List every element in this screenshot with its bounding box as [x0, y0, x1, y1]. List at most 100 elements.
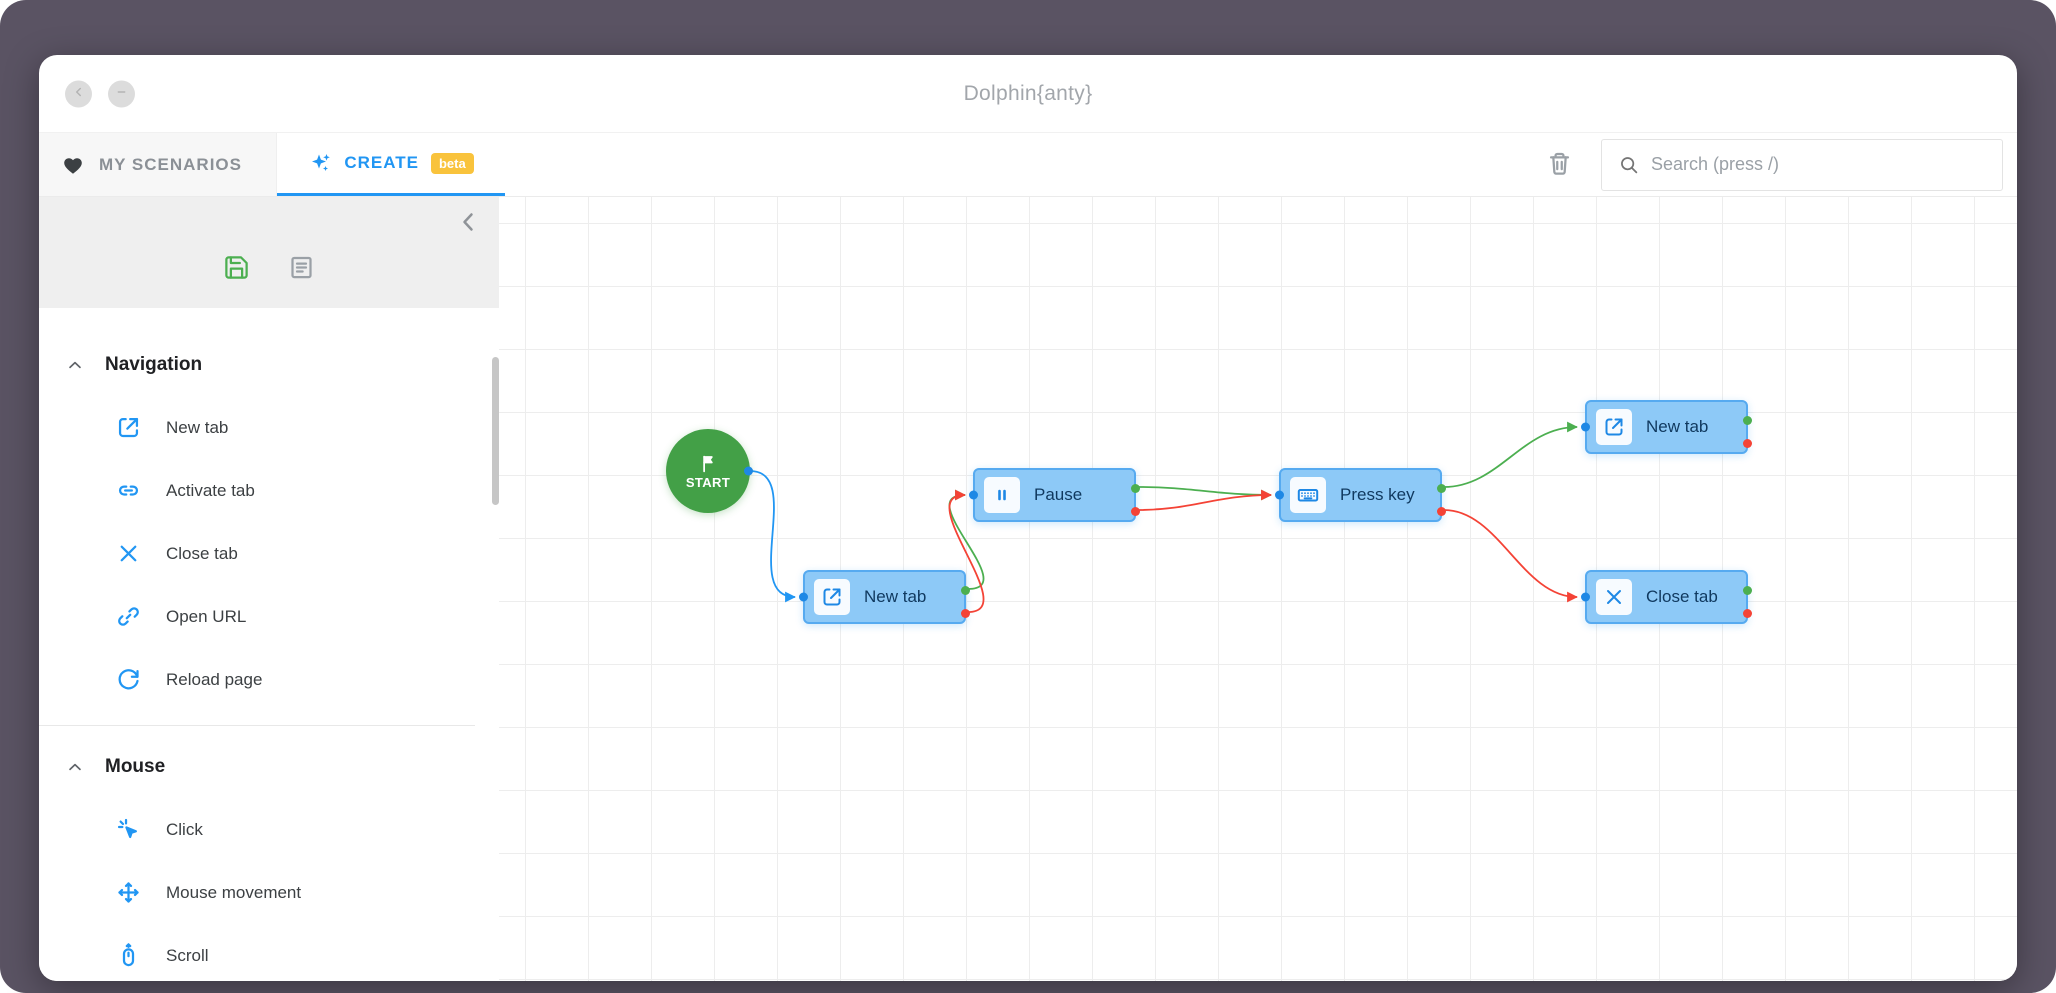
new-tab-icon — [115, 414, 142, 441]
start-node[interactable]: START — [666, 429, 753, 513]
edge-press-key-to-close-tab[interactable] — [1443, 509, 1578, 603]
chevron-up-icon — [65, 355, 85, 375]
save-button[interactable] — [223, 254, 250, 284]
input-port[interactable] — [969, 490, 978, 500]
node-label: Press key — [1340, 485, 1415, 504]
node-label: Pause — [1034, 485, 1083, 504]
node-press-key[interactable]: Press key — [1275, 468, 1446, 522]
form-button[interactable] — [288, 254, 315, 284]
keyboard-icon — [1290, 477, 1326, 513]
node-new-tab-2[interactable]: New tab — [1581, 400, 1752, 454]
minimize-button[interactable] — [108, 80, 135, 107]
trash-icon — [1546, 150, 1573, 180]
sidebar-item-new-tab[interactable]: New tab — [39, 396, 499, 459]
error-port[interactable] — [961, 609, 970, 618]
titlebar: Dolphin{anty} — [39, 55, 2017, 133]
node-close-tab[interactable]: Close tab — [1581, 570, 1752, 624]
tab-create[interactable]: CREATE beta — [277, 133, 505, 196]
sidebar-item-label: New tab — [166, 417, 229, 437]
node-label: New tab — [1646, 417, 1709, 436]
sidebar-item-activate-tab[interactable]: Activate tab — [39, 459, 499, 522]
flag-icon — [698, 453, 719, 474]
search-icon — [1618, 154, 1639, 175]
sidebar-item-label: Close tab — [166, 543, 238, 563]
sidebar-divider — [39, 725, 475, 726]
node-new-tab-1[interactable]: New tab — [799, 570, 970, 624]
edges-layer — [749, 421, 1578, 613]
sidebar-item-label: Click — [166, 819, 203, 839]
section-navigation[interactable]: Navigation — [39, 334, 499, 396]
sidebar-item-label: Mouse movement — [166, 882, 302, 902]
click-icon — [115, 816, 142, 843]
start-node-label: START — [685, 474, 731, 490]
sidebar-item-label: Scroll — [166, 945, 209, 965]
sidebar-item-close-tab[interactable]: Close tab — [39, 522, 499, 585]
error-port[interactable] — [1131, 507, 1140, 516]
chevron-up-icon — [65, 757, 85, 777]
save-icon — [223, 254, 250, 284]
section-mouse[interactable]: Mouse — [39, 736, 499, 798]
form-icon — [288, 254, 315, 284]
section-title: Navigation — [105, 354, 203, 375]
pause-icon — [984, 477, 1020, 513]
sidebar-item-label: Open URL — [166, 606, 247, 626]
sidebar-item-open-url[interactable]: Open URL — [39, 585, 499, 648]
scroll-icon — [115, 942, 142, 969]
input-port[interactable] — [799, 592, 808, 602]
node-pause[interactable]: Pause — [969, 468, 1140, 522]
success-port[interactable] — [1743, 586, 1752, 595]
search-input[interactable] — [1651, 154, 1986, 175]
edge-start-to-new-tab-1[interactable] — [749, 470, 796, 603]
sidebar-item-mouse-movement[interactable]: Mouse movement — [39, 861, 499, 924]
sidebar-item-click[interactable]: Click — [39, 798, 499, 861]
error-port[interactable] — [1743, 609, 1752, 618]
edge-pause-to-press-key[interactable] — [1137, 489, 1272, 511]
edge-pause-to-press-key[interactable] — [1137, 486, 1272, 501]
node-label: New tab — [864, 587, 927, 606]
edge-press-key-to-new-tab-2[interactable] — [1443, 421, 1578, 488]
beta-badge: beta — [430, 152, 474, 174]
back-button[interactable] — [65, 80, 92, 107]
tabbar-actions — [1546, 133, 2017, 196]
new-tab-icon — [1596, 409, 1632, 445]
open-url-icon — [115, 603, 142, 630]
app-window: Dolphin{anty} MY SCENARIOS CREATE beta — [39, 55, 2017, 981]
input-port[interactable] — [1581, 422, 1590, 432]
main-tabbar: MY SCENARIOS CREATE beta — [39, 133, 2017, 197]
section-title: Mouse — [105, 756, 166, 777]
sidebar-item-scroll[interactable]: Scroll — [39, 924, 499, 981]
input-port[interactable] — [1581, 592, 1590, 602]
activate-tab-icon — [115, 477, 142, 504]
success-port[interactable] — [1437, 484, 1446, 493]
sidebar-item-label: Reload page — [166, 669, 263, 689]
sidebar-header — [39, 197, 499, 308]
error-port[interactable] — [1437, 507, 1446, 516]
node-label: Close tab — [1646, 587, 1718, 606]
sparkles-icon — [308, 151, 332, 175]
success-port[interactable] — [961, 586, 970, 595]
search-box[interactable] — [1601, 138, 2003, 191]
tab-create-label: CREATE — [344, 153, 419, 172]
edge-new-tab-1-to-pause[interactable] — [948, 489, 985, 613]
window-controls — [65, 80, 135, 107]
delete-button[interactable] — [1546, 150, 1573, 180]
sidebar-item-reload-page[interactable]: Reload page — [39, 648, 499, 711]
output-port[interactable] — [744, 466, 753, 476]
tab-my-scenarios[interactable]: MY SCENARIOS — [39, 133, 277, 196]
success-port[interactable] — [1743, 416, 1752, 425]
input-port[interactable] — [1275, 490, 1284, 500]
collapse-sidebar-button[interactable] — [453, 207, 483, 240]
heart-icon — [61, 153, 85, 177]
tab-my-scenarios-label: MY SCENARIOS — [99, 154, 242, 174]
success-port[interactable] — [1131, 484, 1140, 493]
close-tab-icon — [1596, 579, 1632, 615]
sidebar-item-label: Activate tab — [166, 480, 255, 500]
mouse-movement-icon — [115, 879, 142, 906]
window-title: Dolphin{anty} — [963, 81, 1093, 105]
error-port[interactable] — [1743, 439, 1752, 448]
sidebar-scrollbar[interactable] — [492, 357, 499, 505]
